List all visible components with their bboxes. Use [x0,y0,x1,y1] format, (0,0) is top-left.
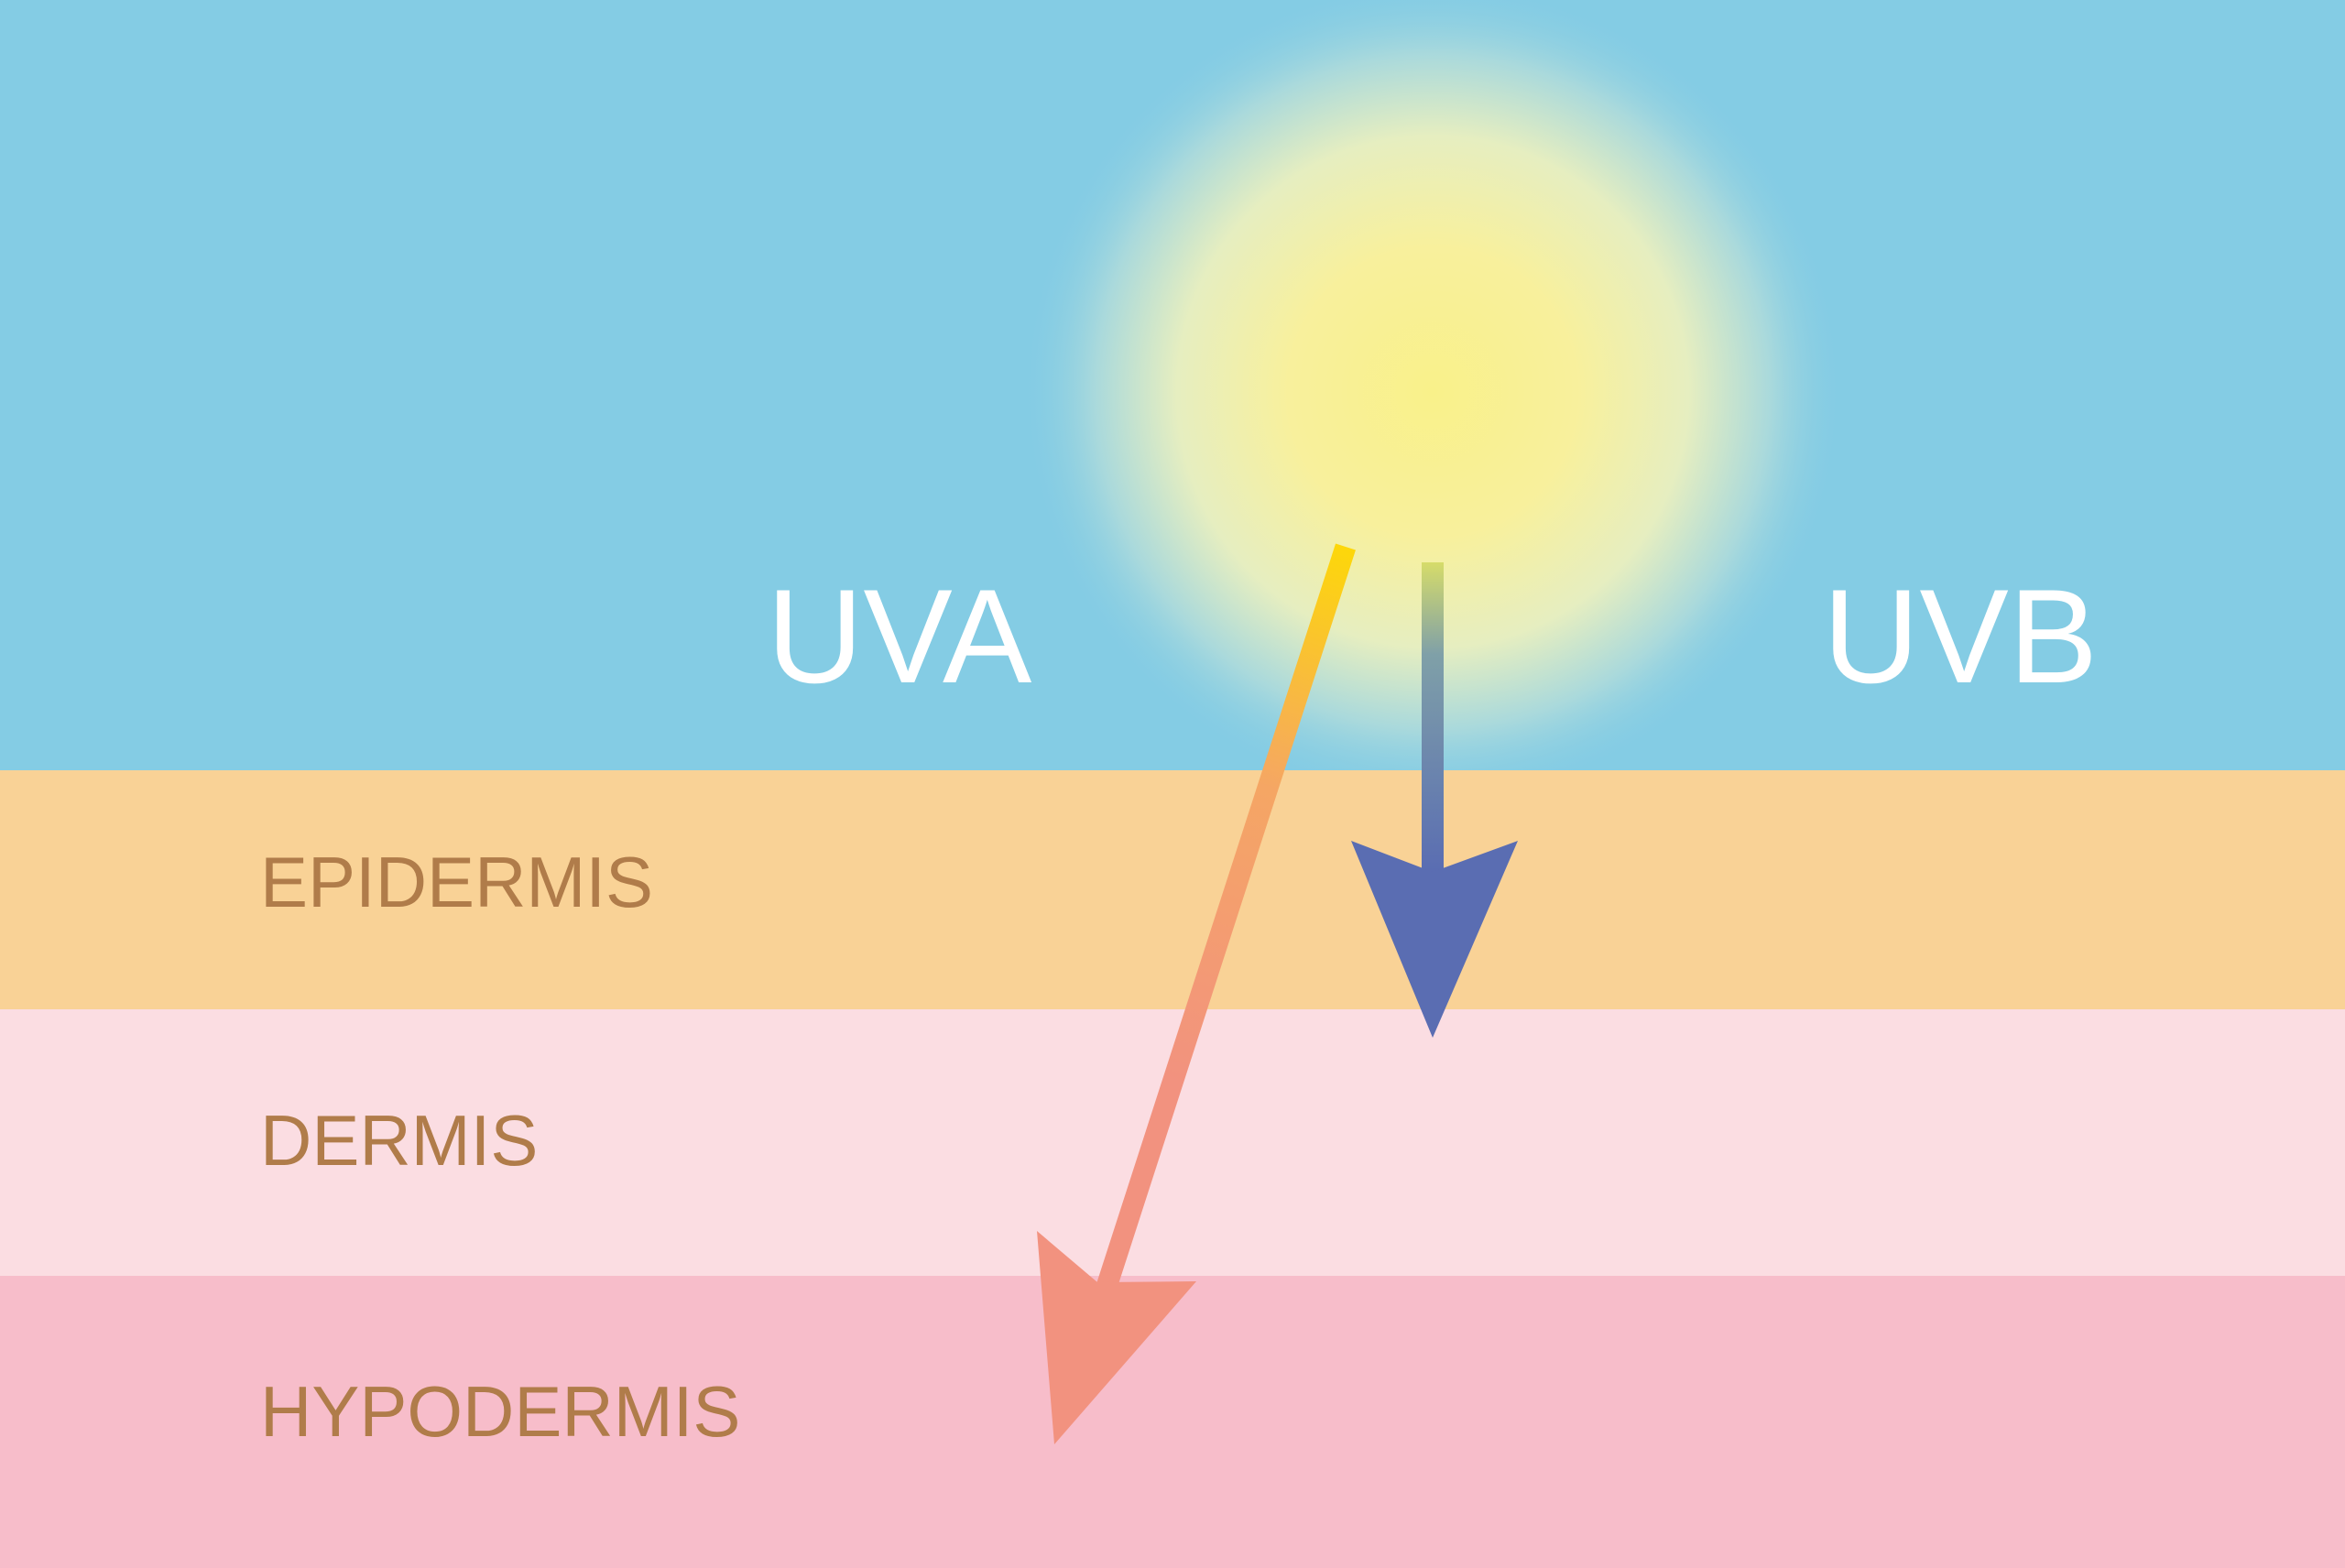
uva-label: UVA [767,561,1032,711]
uvb-arrow-head [1351,841,1518,1038]
dermis-label: DERMIS [260,1100,538,1181]
uva-arrow-head [1037,1231,1196,1444]
uvb-label: UVB [1823,561,2098,711]
epidermis-label: EPIDERMIS [260,842,653,922]
hypodermis-label: HYPODERMIS [260,1371,740,1452]
uva-arrow-icon [1037,543,1356,1444]
sun-icon [1020,0,1845,804]
epidermis-layer [0,770,2345,1009]
uvb-arrow-icon [1351,562,1518,1038]
uva-arrow-shaft [1096,543,1356,1293]
uvb-arrow-shaft [1422,562,1444,874]
hypodermis-layer [0,1276,2345,1568]
